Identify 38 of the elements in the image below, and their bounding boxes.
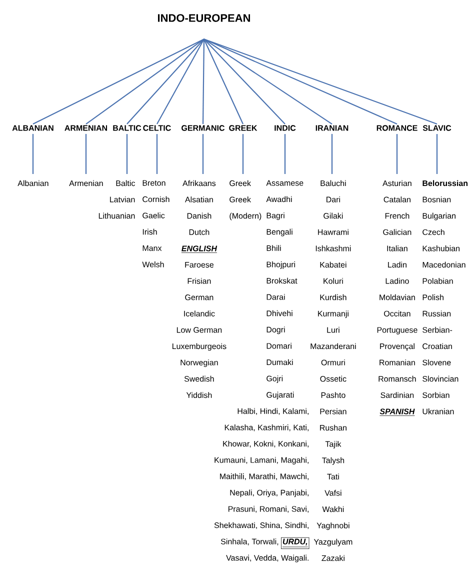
- tree-line: [204, 38, 438, 124]
- tree-line: [396, 134, 398, 174]
- language-list: Asturian Catalan French Galician Italian Ladin Ladino Moldavian Occitan Portuguese Provençal Romanian Romansch Sardinian SPANISH: [377, 180, 418, 416]
- branch-label: GREEK: [229, 125, 258, 131]
- language-list: Belorussian Bosnian Bulgarian Czech Kashubian Macedonian Polabian Polish Russian Serbian-Croatian Slovene Slovincian Sorbian Ukranian: [422, 180, 468, 414]
- tree-line: [204, 38, 286, 124]
- language-list: Armenian: [69, 180, 103, 186]
- tree-line: [202, 39, 205, 124]
- tree-line: [242, 134, 244, 174]
- tree-line: [436, 134, 438, 174]
- tree-line: [331, 134, 333, 174]
- language-list: Baluchi Dari Gilaki Hawrami Ishkashmi Kabatei Koluri Kurdish Kurmanji Luri Mazanderani Ormuri Ossetic Pashto Persian Rushan Tajik Talysh Tati Vafsi Wakhi Yaghnobi Yazgulyam Zazaki: [310, 180, 356, 561]
- branch-label: ARMENIAN: [64, 125, 107, 131]
- branch-label: INDIC: [274, 125, 296, 131]
- tree-line: [156, 134, 158, 174]
- language-list: Afrikaans Alsatian Danish Dutch ENGLISH Faroese Frisian German Icelandic Low German Luxemburgeois Norwegian Swedish Yiddish: [172, 180, 226, 398]
- tree-line: [202, 134, 204, 174]
- branch-label: IRANIAN: [316, 125, 348, 131]
- language-list: Breton Cornish Gaelic Irish Manx Welsh: [142, 180, 170, 268]
- tree-line: [284, 134, 286, 174]
- language-list: Albanian: [18, 180, 48, 186]
- branch-label: ALBANIAN: [12, 125, 54, 131]
- tree-line: [156, 38, 204, 124]
- branch-label: SLAVIC: [422, 125, 452, 131]
- tree-line: [85, 134, 87, 174]
- root-label: INDO-EUROPEAN: [158, 14, 250, 22]
- tree-line: [204, 38, 332, 124]
- branch-label: ROMANCE: [376, 125, 418, 131]
- tree-line: [32, 134, 34, 174]
- branch-label: BALTIC: [113, 125, 142, 131]
- tree-line: [32, 38, 204, 125]
- tree-line: [126, 38, 204, 124]
- branch-label: CELTIC: [143, 125, 171, 131]
- branch-label: GERMANIC: [182, 125, 225, 131]
- tree-line: [204, 38, 398, 124]
- tree-line: [204, 38, 244, 124]
- tree-line: [126, 134, 128, 174]
- tree-line: [86, 38, 204, 124]
